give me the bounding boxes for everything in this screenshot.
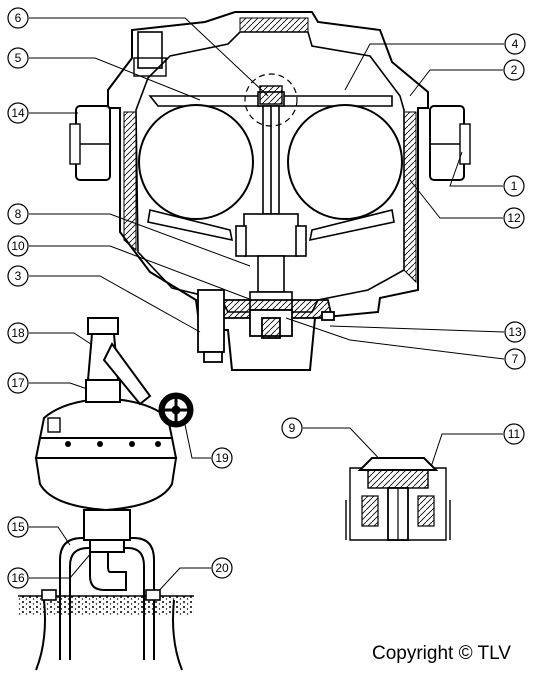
float-left: [138, 104, 254, 220]
copyright-prefix: Copyright: [372, 643, 454, 664]
copyright-symbol: ©: [458, 643, 473, 664]
callout-9-label: 9: [289, 421, 296, 435]
callout-17-label: 17: [11, 376, 25, 390]
body-bolts: [65, 441, 161, 447]
callout-20: 20: [211, 557, 233, 579]
trap-body-external: [34, 399, 178, 553]
callout-10: 10: [7, 235, 29, 257]
callout-2: 2: [503, 59, 525, 81]
callout-19: 19: [211, 447, 233, 469]
callout-1: 1: [503, 175, 525, 197]
copyright-owner: TLV: [477, 643, 511, 664]
callout-11-label: 11: [508, 427, 521, 441]
outlet-flange-right: [429, 105, 471, 181]
callout-18: 18: [7, 322, 29, 344]
callout-16-label: 16: [11, 571, 25, 585]
copyright-notice: Copyright © TLV: [372, 643, 511, 665]
callout-18-label: 18: [11, 326, 25, 340]
callout-14-label: 14: [11, 106, 25, 120]
callout-6-label: 6: [15, 11, 22, 25]
callout-15-label: 15: [11, 520, 25, 534]
callout-6: 6: [7, 7, 29, 29]
callout-3: 3: [7, 265, 29, 287]
blowdown-handwheel: [158, 392, 194, 428]
callout-19-label: 19: [215, 451, 229, 465]
callout-13-label: 13: [508, 325, 522, 339]
inlet-strainer: [85, 317, 152, 406]
callout-1-label: 1: [511, 179, 518, 193]
pilot-detail-circle: [244, 73, 298, 127]
callout-15: 15: [7, 516, 29, 538]
valve-seat-assembly: [197, 289, 335, 363]
callout-16: 16: [7, 567, 29, 589]
leader-lines: [29, 17, 505, 597]
outlet-elbow: [89, 551, 127, 591]
callout-12: 12: [503, 207, 525, 229]
callout-10-label: 10: [11, 239, 25, 253]
callout-4-label: 4: [512, 37, 519, 51]
center-stem: [235, 91, 307, 311]
callout-12-label: 12: [507, 211, 521, 225]
float-right: [287, 104, 403, 220]
callout-9: 9: [281, 417, 303, 439]
callout-11: 11: [503, 423, 525, 445]
callout-markers: 6 5 4 2 14 1 12 8 10 3 13 7 18 17 9 11 1…: [7, 7, 526, 589]
callout-5-label: 5: [15, 51, 22, 65]
anchor-bolts: [41, 589, 161, 601]
casing-wall-hatching: [123, 17, 417, 284]
callout-7-label: 7: [512, 352, 519, 366]
callout-13: 13: [504, 321, 526, 343]
pilot-head: [259, 85, 283, 105]
callout-8: 8: [7, 203, 29, 225]
detail-inset-pilot: [345, 457, 451, 541]
callout-3-label: 3: [15, 269, 22, 283]
callout-14: 14: [7, 102, 29, 124]
callout-4: 4: [504, 33, 526, 55]
callout-7: 7: [504, 348, 526, 370]
callout-17: 17: [7, 372, 29, 394]
callout-5: 5: [7, 47, 29, 69]
inlet-flange-left: [69, 105, 111, 181]
callout-20-label: 20: [215, 561, 229, 575]
callout-2-label: 2: [511, 63, 518, 77]
callout-8-label: 8: [15, 207, 22, 221]
